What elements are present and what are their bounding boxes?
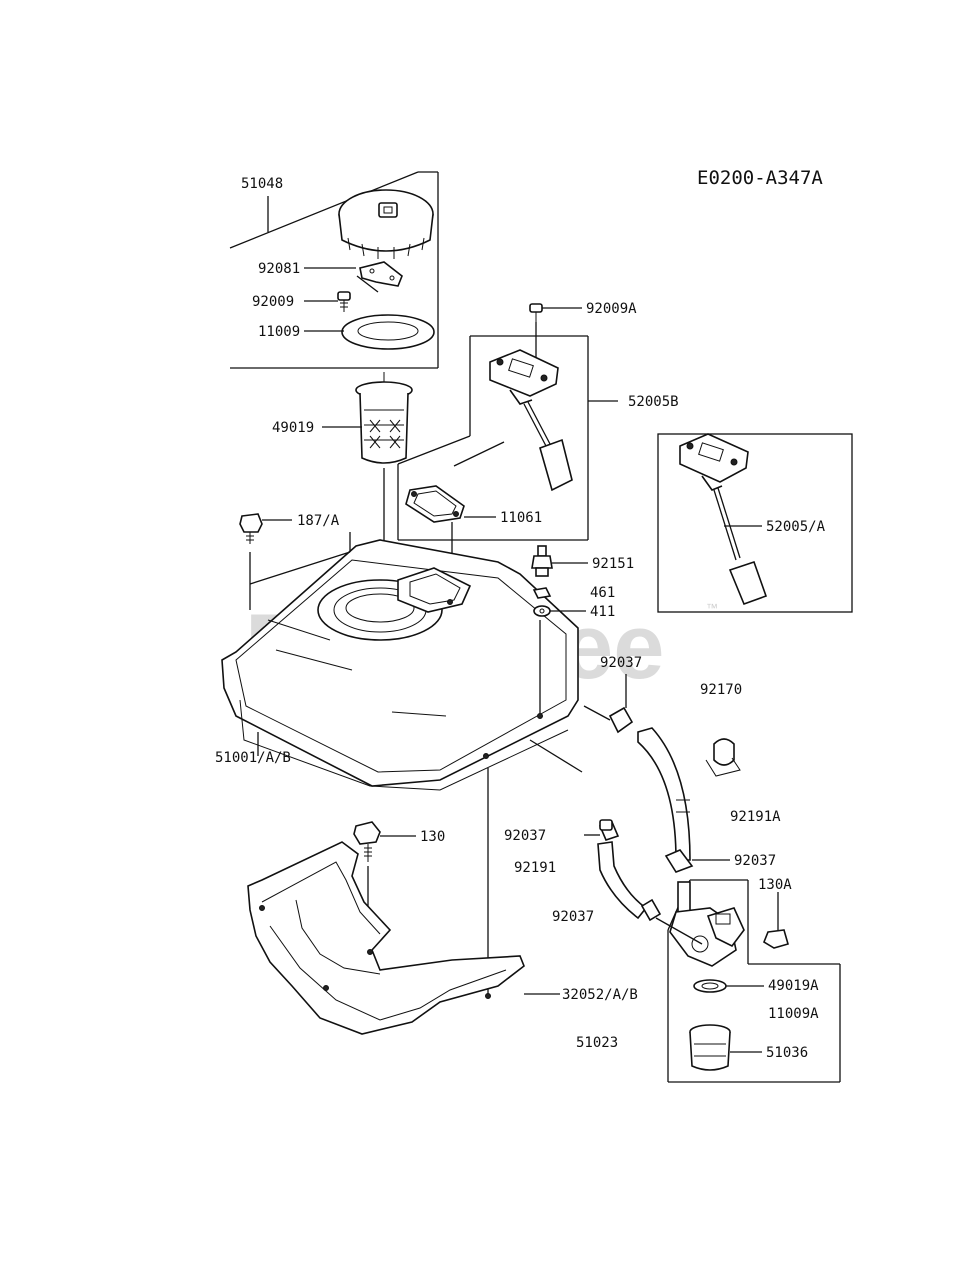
fuel-hose-92191a[interactable] [637,727,691,861]
label-51036[interactable]: 51036 [766,1045,808,1061]
fuel-tank-51001[interactable] [221,539,579,791]
fuel-cup-51036[interactable] [689,1024,762,1071]
fuel-cap[interactable] [338,189,434,259]
label-32052[interactable]: 32052/A/B [562,987,638,1003]
cap-assembly-bracket [229,171,439,369]
label-52005a[interactable]: 52005/A [766,519,826,535]
label-92151[interactable]: 92151 [592,556,634,572]
clamp-92037-right[interactable] [664,849,730,873]
screw-130a[interactable] [763,892,789,949]
label-92009[interactable]: 92009 [252,294,294,310]
label-92081[interactable]: 92081 [258,261,300,277]
label-49019a[interactable]: 49019A [768,978,819,994]
label-92009a[interactable]: 92009A [586,301,637,317]
seal-ring-11009[interactable] [341,314,435,350]
label-92037-mid[interactable]: 92037 [504,828,546,844]
label-52005b[interactable]: 52005B [628,394,679,410]
diagram-code: E0200-A347A [697,167,823,189]
washer-411[interactable] [533,605,586,617]
label-92191a[interactable]: 92191A [730,809,781,825]
clip-92170[interactable] [705,738,741,777]
fuel-gauge-52005b[interactable] [489,349,573,492]
clamp-92037-low[interactable] [640,898,662,922]
label-49019[interactable]: 49019 [272,420,314,436]
label-130[interactable]: 130 [420,829,445,845]
label-461[interactable]: 461 [590,585,615,601]
label-51001[interactable]: 51001/A/B [215,750,291,766]
clamp-92037-top[interactable] [583,674,634,734]
label-92037-low[interactable]: 92037 [552,909,594,925]
label-11009a[interactable]: 11009A [768,1006,819,1022]
label-51023[interactable]: 51023 [576,1035,618,1051]
label-130a[interactable]: 130A [758,877,792,893]
fuel-hose-92191[interactable] [597,841,648,920]
clamp-92037-mid[interactable] [584,819,620,841]
leader-lines [262,267,362,521]
label-11009[interactable]: 11009 [258,324,300,340]
label-51048[interactable]: 51048 [241,176,283,192]
watermark-trademark: ™ [706,601,718,615]
gasket-11061[interactable] [405,485,496,523]
screw-92009a[interactable] [529,303,582,322]
label-411[interactable]: 411 [590,604,615,620]
washer-461[interactable] [532,587,552,599]
fuel-filter-49019[interactable] [355,372,413,464]
label-11061[interactable]: 11061 [500,510,542,526]
label-187a[interactable]: 187/A [297,513,340,529]
part-labels: 51048 92081 92009 11009 49019 187/A 9200… [215,176,826,1061]
tank-guard-32052[interactable] [247,841,560,1035]
fuel-gauge-52005a[interactable] [679,433,768,606]
label-92037-right[interactable]: 92037 [734,853,776,869]
bolt-187a[interactable] [239,513,263,544]
fitting-92151[interactable] [531,545,588,577]
label-92191[interactable]: 92191 [514,860,556,876]
fuel-gauge-bracket [397,335,618,541]
bolt-130[interactable] [353,821,416,862]
washer-49019a[interactable] [693,979,764,993]
screw-92009[interactable] [337,291,351,312]
label-92037-top[interactable]: 92037 [600,655,642,671]
label-92170[interactable]: 92170 [700,682,742,698]
fuel-cock-51023[interactable] [655,881,745,967]
cap-gasket-plate[interactable] [359,261,403,287]
gauge-alt-box [657,433,853,613]
